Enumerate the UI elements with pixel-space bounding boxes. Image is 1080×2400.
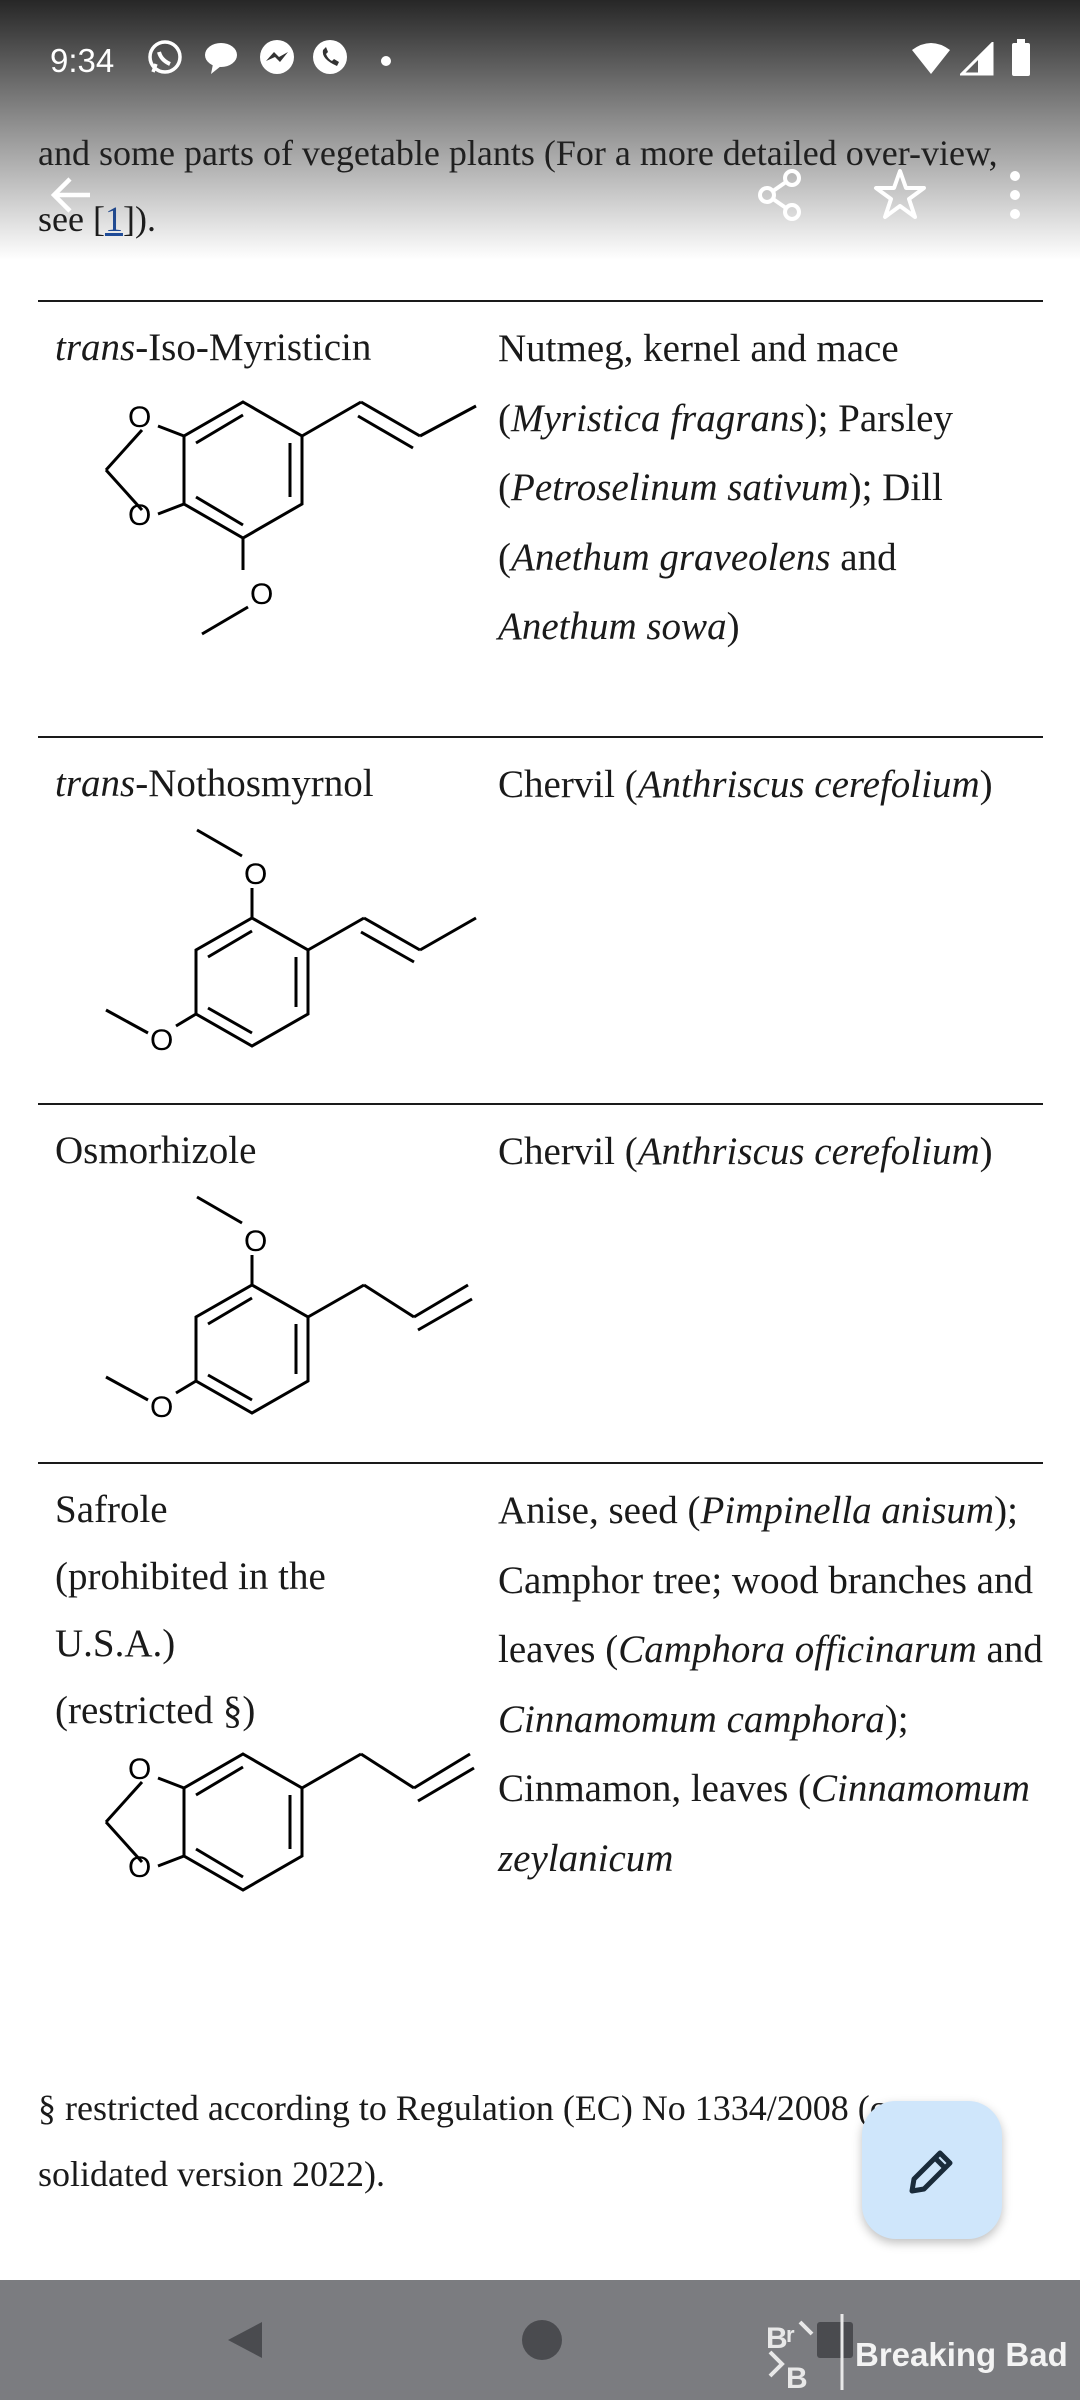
source-text: Parsley ( <box>498 396 953 510</box>
status-bar: 9:34 <box>0 30 1080 94</box>
wifi-icon <box>910 42 952 81</box>
table-row: trans-Iso-Myristicin O O O <box>38 300 1043 736</box>
structure-safrole: O O <box>58 1734 498 1914</box>
source-text: Dill ( <box>498 466 943 579</box>
svg-text:O: O <box>128 1851 151 1884</box>
svg-text:B: B <box>766 2322 788 2355</box>
sources-text: Chervil (Anthriscus cerefolium) <box>498 1117 1043 1187</box>
source-text: ) <box>726 605 740 648</box>
species-name: Anthriscus cerefolium <box>637 763 980 806</box>
table-row: trans-Nothosmyrnol O O Chervil (Anthrisc… <box>38 736 1043 1103</box>
signal-icon <box>958 40 994 81</box>
source-text: Anise, seed ( <box>498 1489 701 1532</box>
svg-text:B: B <box>786 2362 808 2392</box>
structure-nothosmyrnol: O O <box>58 818 498 1088</box>
nav-home-icon[interactable] <box>520 2318 564 2367</box>
source-text: ); <box>848 466 883 509</box>
watermark: B r B Breaking Bad <box>760 2312 1068 2395</box>
species-name: Myristica fragrans <box>511 396 805 440</box>
source-text: Camphor tree; wood branches and leaves ( <box>498 1558 1033 1672</box>
species-name: Anthriscus cerefolium <box>637 1130 980 1173</box>
svg-text:O: O <box>244 858 267 891</box>
compound-note: (restricted §) <box>55 1689 256 1732</box>
source-text: and <box>830 535 897 579</box>
svg-text:O: O <box>150 1391 173 1424</box>
edit-pencil-icon <box>909 2150 953 2194</box>
whatsapp-icon <box>145 38 185 83</box>
svg-text:r: r <box>786 2322 795 2347</box>
app-bar <box>0 140 1080 250</box>
svg-text:O: O <box>128 1753 151 1786</box>
svg-text:O: O <box>244 1225 267 1258</box>
status-time: 9:34 <box>50 42 115 79</box>
source-text: Cinmamon, leaves ( <box>498 1767 812 1810</box>
svg-text:O: O <box>128 499 151 532</box>
source-text: ); <box>884 1697 909 1741</box>
source-text: ) <box>979 763 993 806</box>
species-name: Cinnamomum zeylanicum <box>498 1767 1030 1880</box>
species-name: Anethum sowa <box>498 605 727 648</box>
messenger-icon <box>257 38 297 83</box>
species-name: Petroselinum sativum <box>511 466 849 509</box>
compound-name: trans-Iso-Myristicin <box>55 326 372 369</box>
source-text: Chervil ( <box>498 1130 638 1173</box>
source-text: and <box>976 1628 1043 1671</box>
structure-osmorhizole: O O <box>58 1185 498 1445</box>
compound-table: trans-Iso-Myristicin O O O <box>38 300 1043 2064</box>
more-vert-icon[interactable] <box>980 160 1050 230</box>
dot-icon <box>380 54 392 72</box>
back-arrow-icon[interactable] <box>36 160 106 230</box>
compound-note: (prohibited in the U.S.A.) <box>55 1555 326 1665</box>
table-row: Osmorhizole O O Chervil (Anthriscus cere… <box>38 1103 1043 1462</box>
breaking-bad-logo: B r B <box>766 2314 844 2395</box>
share-icon[interactable] <box>745 160 815 230</box>
source-text: ) <box>979 1130 993 1173</box>
table-row: Safrole (prohibited in the U.S.A.) (rest… <box>38 1462 1043 2064</box>
source-text: Chervil ( <box>498 763 638 806</box>
nav-back-icon[interactable] <box>222 2318 266 2367</box>
battery-icon <box>1010 38 1032 83</box>
compound-name: Osmorhizole <box>55 1129 257 1172</box>
species-name: Pimpinella anisum <box>700 1489 995 1532</box>
source-text: ); <box>994 1489 1018 1532</box>
watermark-text: Breaking Bad <box>855 2336 1068 2373</box>
message-bubble-icon <box>201 38 241 83</box>
footnote: § restricted according to Regulation (EC… <box>38 2088 934 2194</box>
svg-text:O: O <box>150 1024 173 1057</box>
phone-call-icon <box>310 38 350 83</box>
svg-text:O: O <box>128 401 151 434</box>
source-text: ); <box>804 396 839 440</box>
sources-text: Anise, seed (Pimpinella anisum); Camphor… <box>498 1476 1043 1893</box>
sources-text: Nutmeg, kernel and mace (Myristica fragr… <box>498 314 1043 662</box>
species-name: Anethum graveolens <box>511 535 831 579</box>
species-name: Cinnamomum camphora <box>498 1697 885 1741</box>
compound-name: Safrole (prohibited in the U.S.A.) (rest… <box>55 1476 475 1744</box>
compound-name: trans-Nothosmyrnol <box>55 762 374 805</box>
source-text: Nutmeg, kernel and mace ( <box>498 327 899 440</box>
structure-iso-myristicin: O O O <box>58 382 498 642</box>
sources-text: Chervil (Anthriscus cerefolium) <box>498 750 1043 820</box>
edit-fab-button[interactable] <box>862 2101 1002 2239</box>
svg-text:O: O <box>250 578 273 611</box>
system-nav-bar: B r B Breaking Bad <box>0 2280 1080 2400</box>
star-icon[interactable] <box>865 160 935 230</box>
nav-recents-icon[interactable] <box>815 2320 855 2365</box>
species-name: Camphora officinarum <box>618 1628 977 1671</box>
